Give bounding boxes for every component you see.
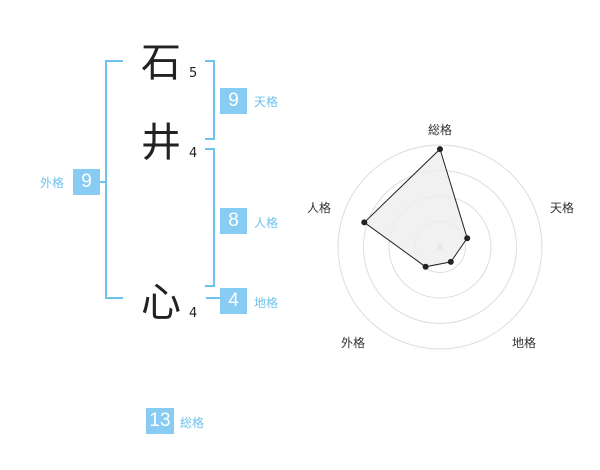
given-char-1: 心 <box>141 280 181 326</box>
gaikaku-label: 外格 <box>40 176 65 190</box>
chikaku-label: 地格 <box>254 296 279 310</box>
jinkaku-badge: 8 <box>220 208 247 234</box>
radar-label-soukaku: 総格 <box>428 123 453 137</box>
radar-point-0 <box>437 146 443 153</box>
surname-char-1-strokes: 5 <box>189 66 198 81</box>
soukaku-badge: 13 <box>146 408 174 434</box>
gaikaku-badge: 9 <box>73 169 100 195</box>
radar-label-jinkaku: 人格 <box>307 201 332 215</box>
tenkaku-label: 天格 <box>254 95 279 109</box>
radar-points <box>361 146 471 270</box>
surname-char-1: 石 <box>141 40 181 86</box>
surname-char-2-strokes: 4 <box>189 146 198 161</box>
radar-point-2 <box>447 258 454 265</box>
radar-point-4 <box>361 219 368 226</box>
tenkaku-badge: 9 <box>220 88 247 114</box>
surname-char-2: 井 <box>141 120 181 166</box>
radar-point-3 <box>422 263 429 270</box>
radar-point-1 <box>464 235 471 242</box>
radar-label-gaikaku: 外格 <box>341 336 366 350</box>
soukaku-label: 総格 <box>180 416 205 430</box>
jinkaku-label: 人格 <box>254 216 279 230</box>
chikaku-badge: 4 <box>220 288 247 314</box>
given-char-1-strokes: 4 <box>189 306 198 321</box>
chikaku-connector <box>206 297 220 299</box>
radar-ring <box>337 144 543 350</box>
radar-label-chikaku: 地格 <box>512 336 537 350</box>
radar-label-tenkaku: 天格 <box>550 201 575 215</box>
radar-polygon <box>363 148 468 268</box>
